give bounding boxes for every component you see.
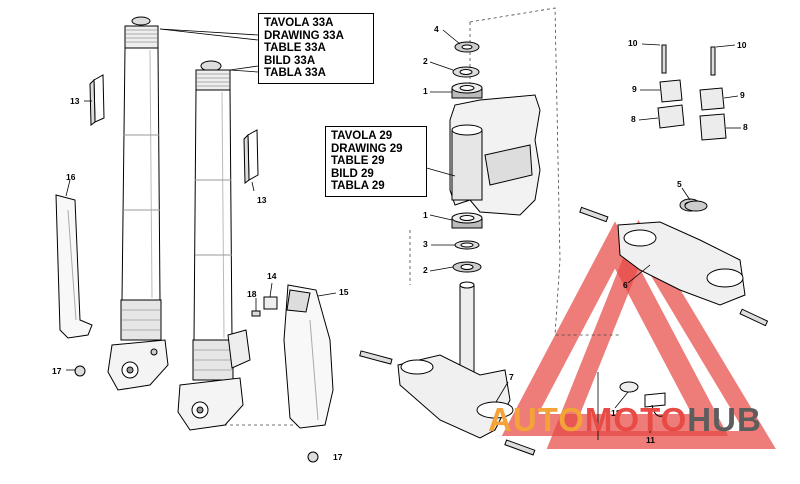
watermark-triangle-inner bbox=[546, 219, 776, 449]
ref-33a-line-5: TABLA 33A bbox=[264, 67, 326, 80]
callout-10-right: 10 bbox=[737, 40, 747, 50]
callout-9-right: 9 bbox=[740, 90, 745, 100]
callout-2-lower: 2 bbox=[423, 265, 428, 275]
screw-18 bbox=[251, 310, 261, 317]
callout-11: 11 bbox=[646, 435, 655, 445]
callout-13-right: 13 bbox=[257, 195, 267, 205]
watermark-triangle-logo bbox=[501, 221, 729, 436]
fork-guard-right bbox=[283, 284, 334, 429]
upper-triple-clamp bbox=[579, 198, 769, 327]
watermark-word-moto: MOTO bbox=[584, 401, 688, 438]
steering-stem bbox=[359, 281, 536, 456]
nut-17-left bbox=[74, 365, 86, 377]
callout-2-upper: 2 bbox=[423, 56, 428, 66]
leader-lines bbox=[65, 28, 741, 440]
reference-box-table-29: TAVOLA 29 DRAWING 29 TABLE 29 BILD 29 TA… bbox=[325, 126, 427, 197]
ref-29-line-3: TABLE 29 bbox=[331, 155, 385, 168]
callout-16: 16 bbox=[66, 172, 76, 182]
callout-6: 6 bbox=[623, 280, 628, 290]
callout-8-right: 8 bbox=[743, 122, 748, 132]
callout-15: 15 bbox=[339, 287, 349, 297]
callout-9-left: 9 bbox=[632, 84, 637, 94]
callout-5: 5 bbox=[677, 179, 682, 189]
ref-33a-line-3: TABLE 33A bbox=[264, 42, 326, 55]
callout-1-upper: 1 bbox=[423, 86, 428, 96]
frame-steering-head bbox=[449, 94, 541, 216]
callout-18: 18 bbox=[247, 289, 257, 299]
ref-29-line-1: TAVOLA 29 bbox=[331, 130, 393, 142]
callout-7: 7 bbox=[509, 372, 514, 382]
watermark-automotohub: AUTOMOTOHUB bbox=[488, 400, 762, 440]
reference-box-table-33a: TAVOLA 33A DRAWING 33A TABLE 33A BILD 33… bbox=[258, 13, 374, 84]
callout-17-left: 17 bbox=[52, 366, 62, 376]
bearing-stack-upper bbox=[451, 41, 483, 99]
callout-17-right: 17 bbox=[333, 452, 343, 462]
ref-29-line-2: DRAWING 29 bbox=[331, 142, 403, 155]
fork-leg-left bbox=[107, 16, 169, 391]
watermark-word-hub: HUB bbox=[687, 401, 762, 438]
handlebar-clamps bbox=[657, 44, 727, 141]
bearing-stack-lower bbox=[451, 212, 483, 273]
callout-3: 3 bbox=[423, 239, 428, 249]
callout-12: 12 bbox=[611, 408, 621, 418]
ref-33a-line-2: DRAWING 33A bbox=[264, 29, 344, 42]
clip-13-right bbox=[243, 129, 259, 184]
callout-1-lower: 1 bbox=[423, 210, 428, 220]
callout-8-left: 8 bbox=[631, 114, 636, 124]
ref-33a-line-1: TAVOLA 33A bbox=[264, 17, 334, 29]
fork-leg-right bbox=[177, 60, 251, 431]
callout-4: 4 bbox=[434, 24, 439, 34]
callout-13-left: 13 bbox=[70, 96, 80, 106]
bracket-11-12 bbox=[619, 381, 666, 417]
callout-10-left: 10 bbox=[628, 38, 638, 48]
fork-guard-left bbox=[55, 194, 93, 339]
nut-17-right bbox=[307, 451, 319, 463]
callout-14: 14 bbox=[267, 271, 277, 281]
watermark-word-auto: AUTO bbox=[488, 401, 585, 438]
bracket-14 bbox=[263, 296, 278, 310]
seal-5 bbox=[684, 200, 708, 212]
ref-33a-line-4: BILD 33A bbox=[264, 54, 316, 67]
ref-29-line-5: TABLA 29 bbox=[331, 180, 385, 193]
clip-13-left bbox=[89, 74, 105, 126]
ref-29-line-4: BILD 29 bbox=[331, 167, 374, 180]
